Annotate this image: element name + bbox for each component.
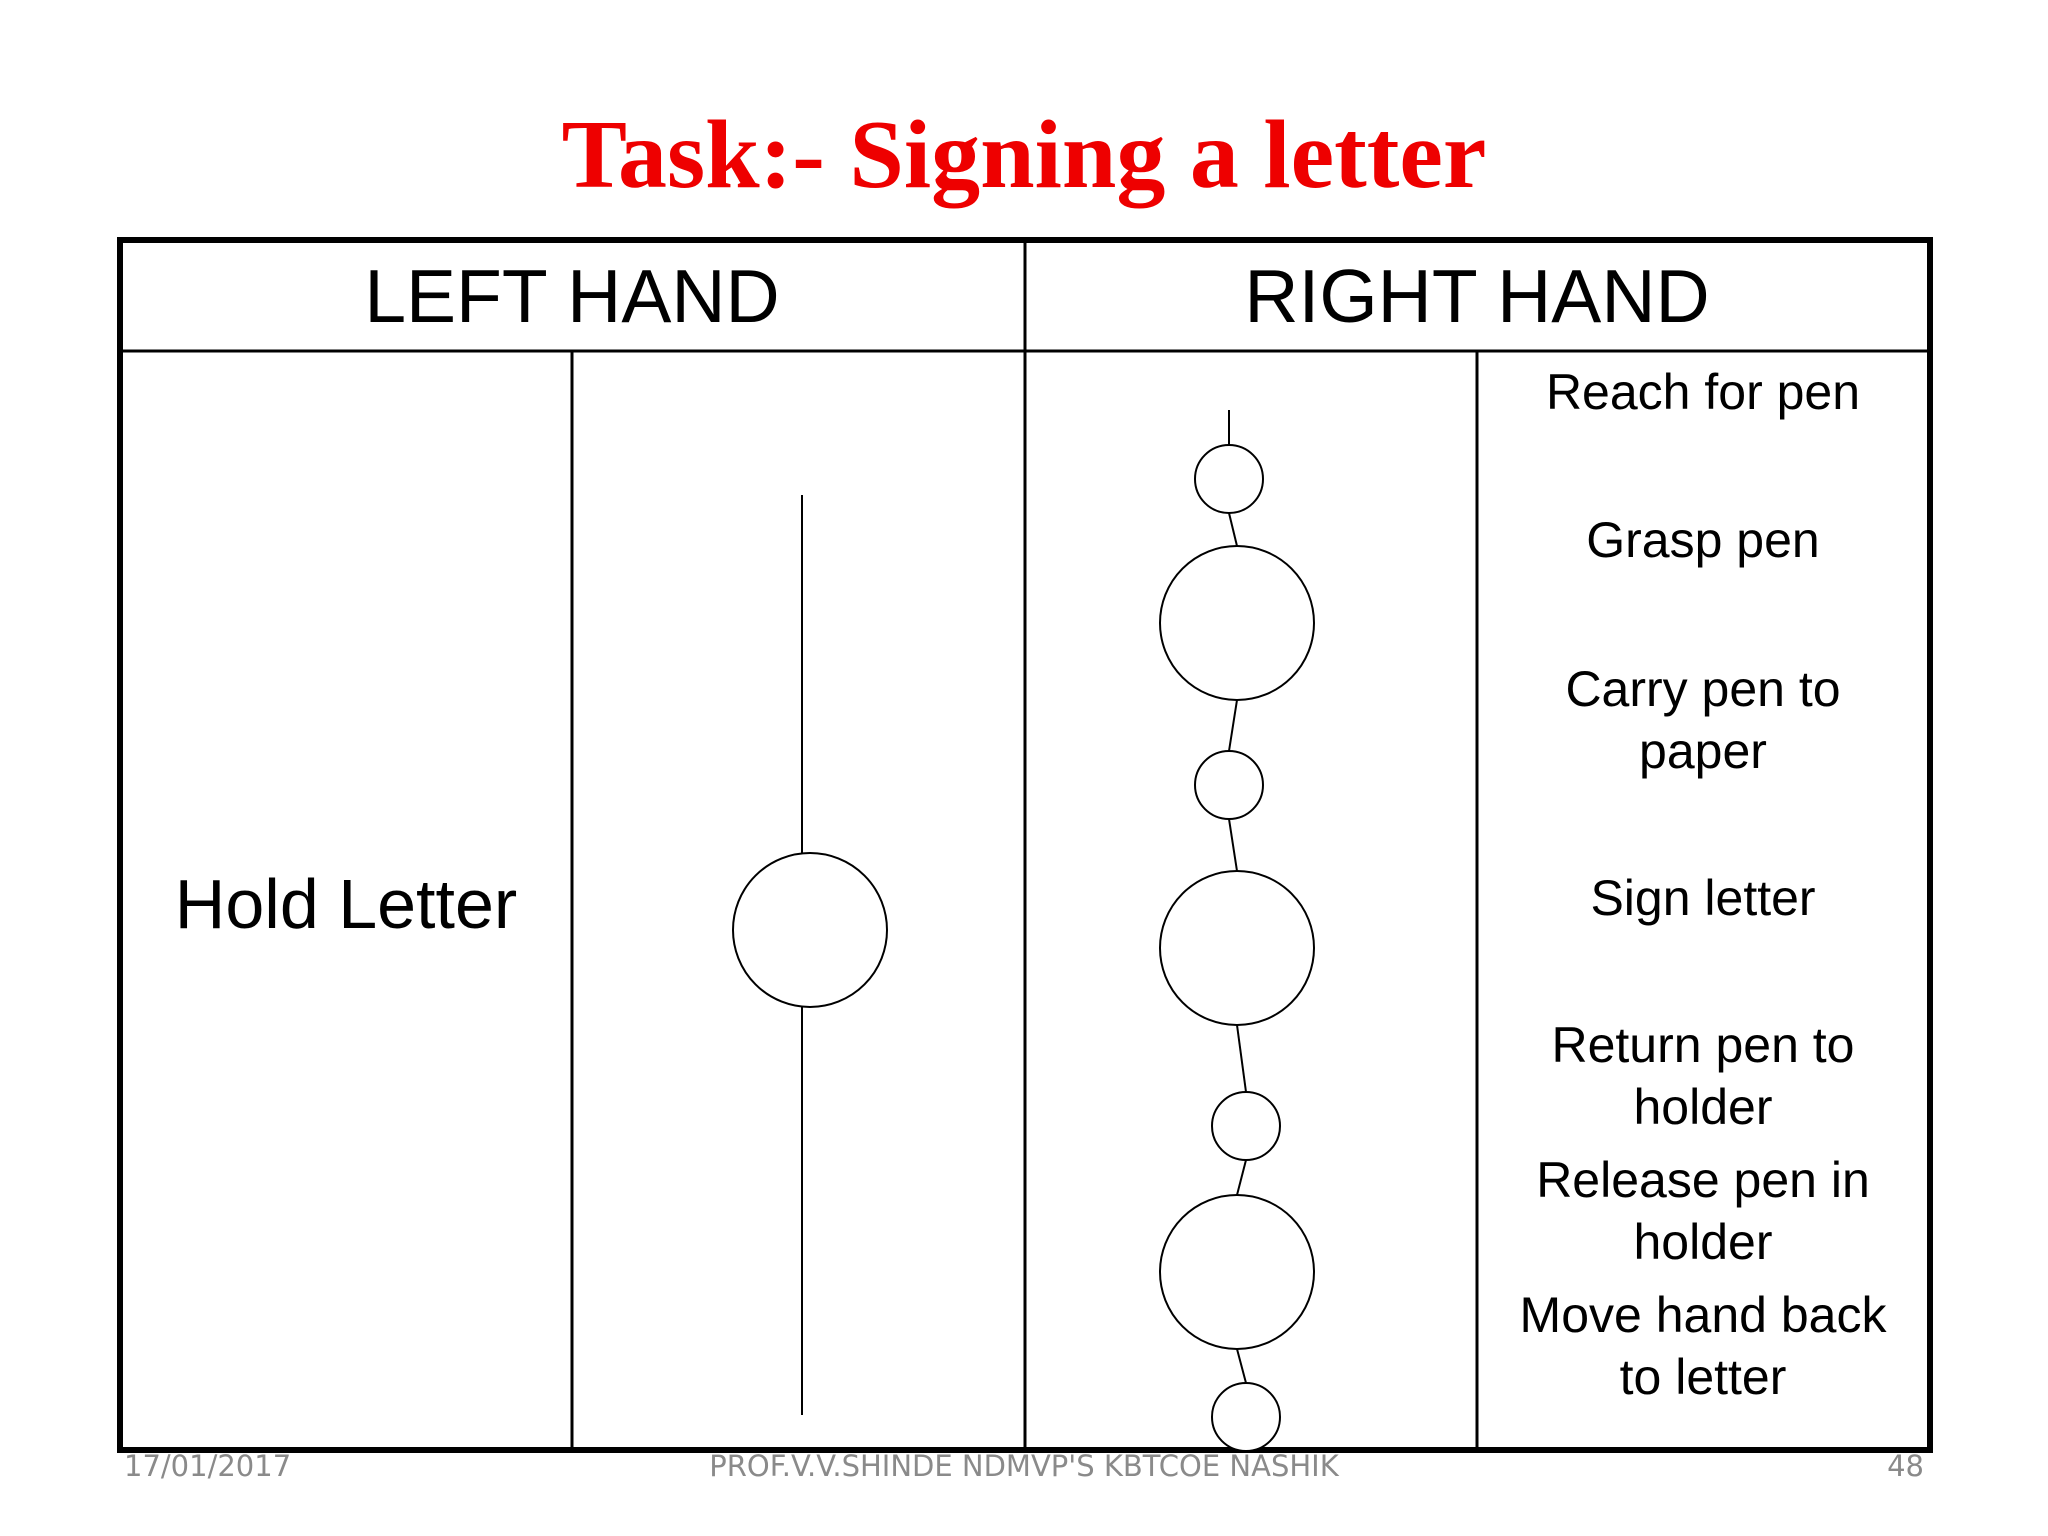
slide-title: Task:- Signing a letter <box>561 101 1487 209</box>
right-hand-connector <box>1236 1024 1247 1093</box>
right-hand-connector <box>1236 1159 1247 1196</box>
right-hand-activity-label: holder <box>1634 1214 1773 1270</box>
right-hand-connector <box>1228 818 1238 872</box>
right-hand-activity-label: Carry pen to <box>1565 661 1840 717</box>
left-hand-activity: Hold Letter <box>175 865 517 943</box>
transport-symbol <box>1194 444 1264 514</box>
transport-symbol <box>1211 1382 1281 1452</box>
right-hand-activity-label: Return pen to <box>1552 1017 1855 1073</box>
footer-date: 17/01/2017 <box>124 1449 292 1483</box>
right-hand-activity-label: Reach for pen <box>1546 364 1860 420</box>
transport-symbol <box>1211 1091 1281 1161</box>
left-hand-hold-symbol <box>732 495 888 1415</box>
hold-circle <box>732 852 888 1008</box>
right-hand-activity-label: Grasp pen <box>1586 512 1819 568</box>
right-hand-header: RIGHT HAND <box>1244 254 1709 338</box>
right-hand-connector <box>1228 512 1238 547</box>
transport-symbol <box>1194 750 1264 820</box>
right-hand-activity-label: Release pen in <box>1536 1152 1870 1208</box>
right-hand-activity-label: paper <box>1639 723 1767 779</box>
operation-symbol <box>1159 1194 1315 1350</box>
right-hand-activity-label: to letter <box>1620 1349 1787 1405</box>
right-hand-activity-label: Sign letter <box>1590 870 1815 926</box>
operation-symbol <box>1159 870 1315 1026</box>
operation-symbol <box>1159 545 1315 701</box>
footer-author: PROF.V.V.SHINDE NDMVP'S KBTCOE NASHIK <box>709 1449 1339 1483</box>
right-hand-connector <box>1236 1348 1247 1384</box>
right-hand-connector <box>1228 699 1238 752</box>
left-hand-header: LEFT HAND <box>364 254 779 338</box>
footer-page-number: 48 <box>1887 1449 1924 1483</box>
right-hand-symbols <box>1159 410 1315 1452</box>
right-hand-activity-label: Move hand back <box>1520 1287 1888 1343</box>
right-hand-activity-label: holder <box>1634 1079 1773 1135</box>
